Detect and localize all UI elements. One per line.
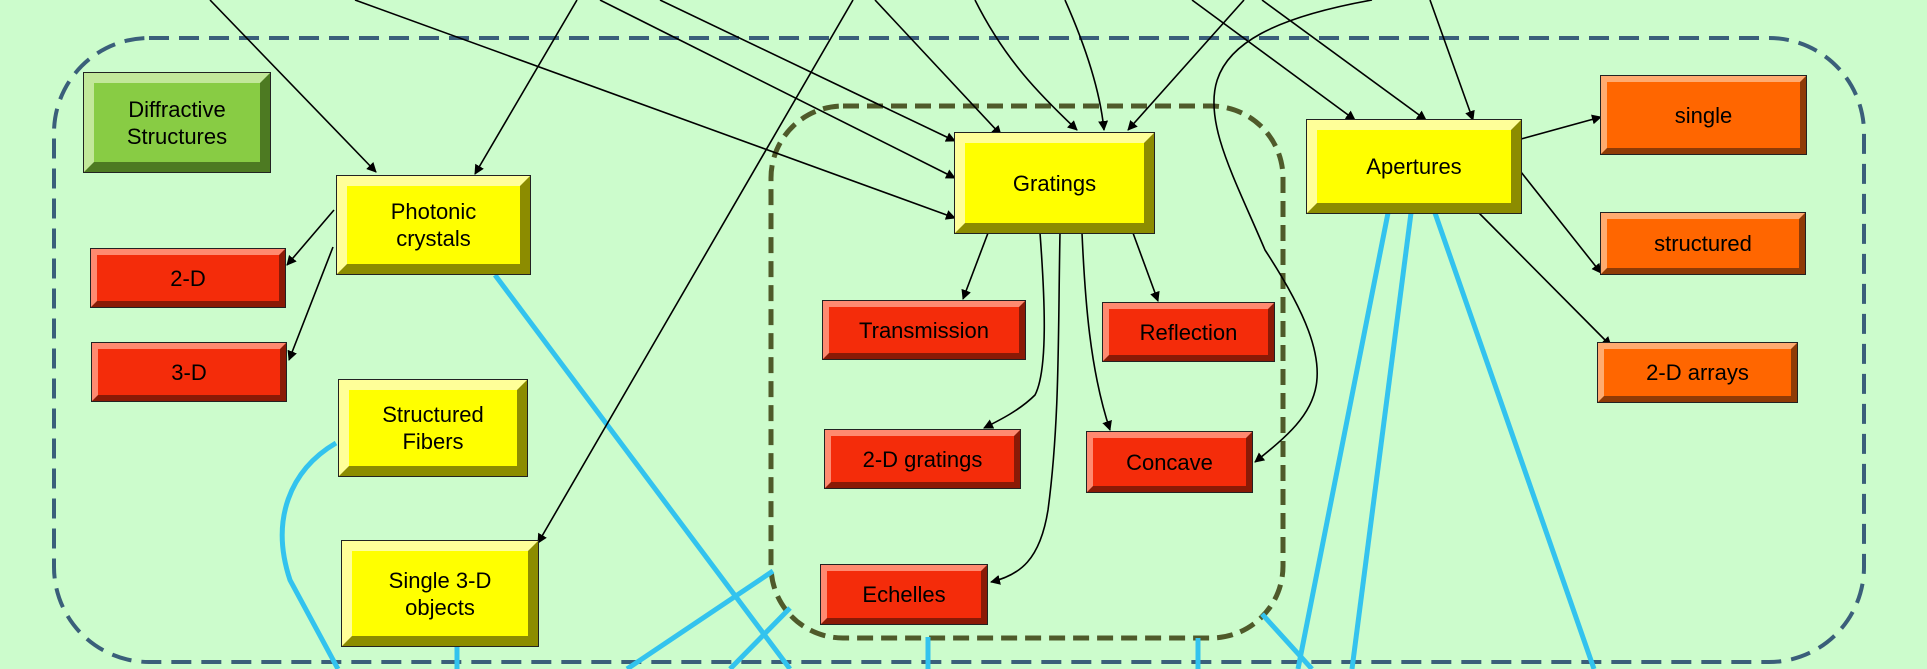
arrow xyxy=(1132,232,1160,302)
arrow xyxy=(1191,0,1356,121)
arrow xyxy=(1261,0,1427,121)
gratings-group-border xyxy=(768,103,1286,641)
arrow xyxy=(874,0,1002,136)
node-single-3d-objects[interactable]: Single 3-D objects xyxy=(342,541,538,646)
arrow xyxy=(1064,0,1109,131)
node-photonic-crystals[interactable]: Photonic crystals xyxy=(337,176,530,274)
blue-link xyxy=(1432,212,1597,669)
node-label: structured xyxy=(1654,231,1752,256)
blue-link xyxy=(1260,612,1314,669)
node-2d-arrays[interactable]: 2-D arrays xyxy=(1598,343,1797,402)
arrow xyxy=(354,0,956,220)
arrow xyxy=(474,0,578,175)
node-structured[interactable]: structured xyxy=(1601,213,1805,274)
node-2d[interactable]: 2-D xyxy=(91,249,285,307)
node-label: Single 3-D objects xyxy=(388,567,492,620)
arrow xyxy=(961,232,989,300)
arrow xyxy=(286,209,335,266)
node-label: 2-D gratings xyxy=(862,446,983,472)
node-echelles[interactable]: Echelles xyxy=(821,565,987,624)
node-label: Structured Fibers xyxy=(382,402,484,454)
node-label: 2-D xyxy=(170,265,206,291)
arrow xyxy=(1520,114,1602,140)
node-structured-fibers[interactable]: Structured Fibers xyxy=(339,380,527,476)
node-2d-gratings[interactable]: 2-D gratings xyxy=(825,430,1020,488)
arrow xyxy=(537,0,854,544)
arrow xyxy=(1429,0,1475,121)
blue-link xyxy=(279,440,341,669)
node-transmission[interactable]: Transmission xyxy=(823,301,1025,359)
arrow xyxy=(659,0,956,142)
arrow xyxy=(1127,0,1245,131)
node-label: Diffractive Structures xyxy=(126,96,228,149)
node-diffractive-structures[interactable]: Diffractive Structures xyxy=(84,73,270,172)
node-label: Apertures xyxy=(1366,154,1462,179)
blue-link xyxy=(492,273,793,669)
blue-link xyxy=(1295,212,1391,669)
blue-link xyxy=(625,568,775,669)
arrow xyxy=(1477,211,1612,347)
arrow xyxy=(599,0,956,179)
node-single[interactable]: single xyxy=(1601,76,1806,154)
node-label: 3-D xyxy=(171,359,207,385)
node-label: 2-D arrays xyxy=(1646,360,1749,385)
node-reflection[interactable]: Reflection xyxy=(1103,303,1274,361)
node-label: Echelles xyxy=(862,582,946,607)
arrow xyxy=(1081,232,1112,431)
node-label: Reflection xyxy=(1139,319,1238,345)
node-label: Gratings xyxy=(1012,170,1097,196)
node-gratings[interactable]: Gratings xyxy=(955,133,1154,233)
arrow xyxy=(1213,0,1373,463)
node-label: Transmission xyxy=(859,317,989,343)
arrow xyxy=(983,232,1046,429)
blue-link xyxy=(1349,212,1414,669)
node-concave[interactable]: Concave xyxy=(1087,432,1252,492)
node-label: single xyxy=(1674,102,1733,128)
node-apertures[interactable]: Apertures xyxy=(1307,120,1521,213)
arrow xyxy=(209,0,377,173)
node-3d[interactable]: 3-D xyxy=(92,343,286,401)
arrow xyxy=(1520,171,1602,274)
arrow xyxy=(990,232,1061,585)
node-label: Photonic crystals xyxy=(390,199,477,251)
node-label: Concave xyxy=(1126,449,1213,475)
outer-group-border xyxy=(52,36,1866,664)
arrow xyxy=(974,0,1078,131)
blue-link xyxy=(728,606,792,669)
arrow xyxy=(287,246,334,361)
